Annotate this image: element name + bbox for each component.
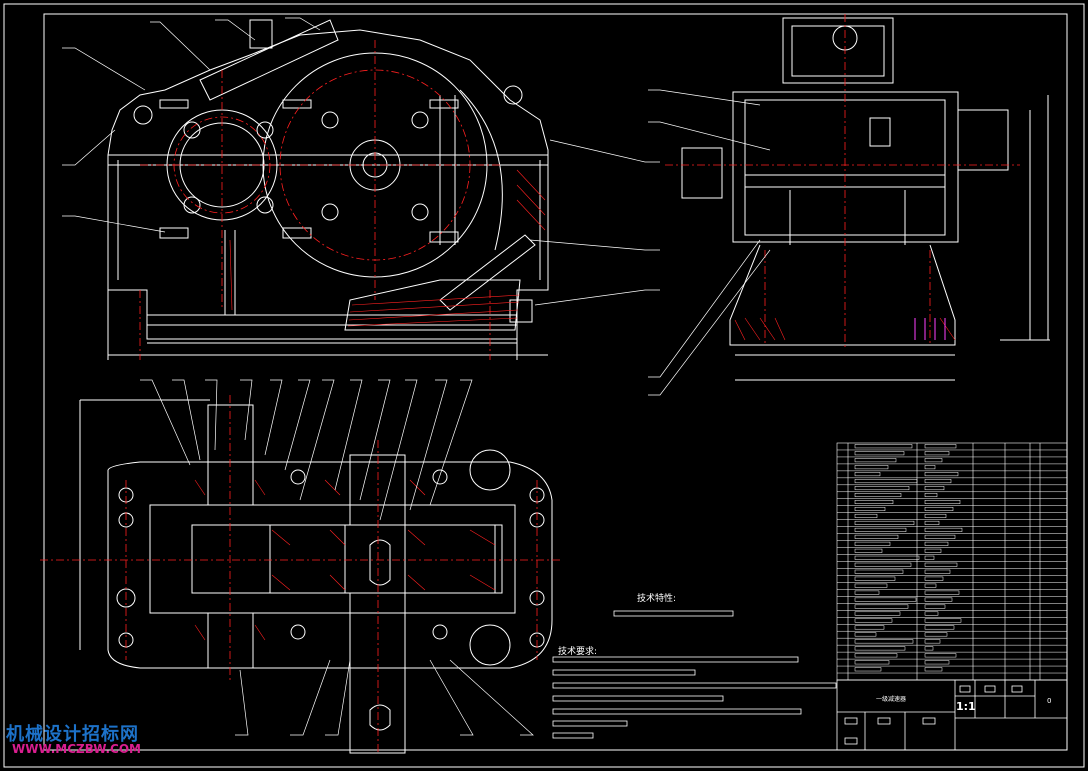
notes-lines <box>552 610 837 739</box>
parts-list-cell-text <box>924 451 950 456</box>
parts-list-cell-text <box>924 562 958 567</box>
parts-list-cell-text <box>924 597 953 602</box>
parts-list-cell-text <box>924 604 946 609</box>
top-view-leaders <box>140 379 534 736</box>
parts-list-cell-text <box>924 465 936 470</box>
parts-list-cell-text <box>924 632 948 637</box>
parts-list-cell-text <box>854 451 905 456</box>
parts-list-cell-text <box>924 479 952 484</box>
parts-list-cell-text <box>854 493 902 498</box>
watermark-site-name: 机械设计招标网 <box>6 724 139 745</box>
parts-list-cell-text <box>854 639 914 644</box>
parts-list-cell-text <box>854 611 901 616</box>
front-view-hatch <box>229 169 546 327</box>
title-block-drawing-title: 一级减速器 <box>876 696 907 703</box>
parts-list-cell-text <box>854 527 907 532</box>
parts-list-cell-text <box>854 583 888 588</box>
parts-list-cell-text <box>924 506 954 511</box>
parts-list-cell-text <box>854 653 898 658</box>
parts-list-cell-text <box>924 653 957 658</box>
parts-list-cell-text <box>924 472 959 477</box>
parts-list-cell-text <box>854 513 878 518</box>
parts-list-cell-text <box>854 506 886 511</box>
front-view-centerlines <box>139 40 500 360</box>
technical-characteristics-heading: 技术特性: <box>637 594 677 604</box>
parts-list-cell-text <box>924 555 935 560</box>
outer-frame <box>3 3 1085 768</box>
parts-list-cell-text <box>854 597 917 602</box>
technical-requirements-heading: 技术要求: <box>558 647 598 657</box>
side-view-accents <box>914 318 946 340</box>
inner-frame <box>43 13 1068 751</box>
parts-list-cell-text <box>924 527 963 532</box>
parts-list-cell-text <box>854 562 912 567</box>
parts-list-cell-text <box>854 667 882 672</box>
side-view-centerlines <box>665 14 1020 350</box>
parts-list-cell-text <box>854 555 920 560</box>
parts-list-cell-text <box>924 639 941 644</box>
front-view-leaders <box>62 17 660 306</box>
parts-list-cell-text <box>924 500 961 504</box>
parts-list-cell-text <box>854 632 877 637</box>
parts-list-rows <box>837 444 1067 674</box>
parts-list-cell-text <box>924 493 938 498</box>
parts-list-cell-text <box>924 458 943 463</box>
parts-list-cell-text <box>924 534 956 539</box>
parts-list-cell-text <box>854 625 885 630</box>
parts-list-cell-text <box>924 576 944 581</box>
side-view-leaders <box>648 89 771 396</box>
parts-list-cell-text <box>854 646 906 651</box>
parts-list-cell-text <box>854 576 896 581</box>
parts-list-cell-text <box>924 548 942 553</box>
parts-list-cell-text <box>854 618 893 623</box>
parts-list-cell-text <box>854 534 899 539</box>
parts-list-cell-text <box>854 520 915 525</box>
title-block-sheet-number: 0 <box>1047 697 1052 705</box>
parts-list-cell-text <box>854 590 880 595</box>
parts-list-cell-text <box>924 590 960 595</box>
parts-list-cell-text <box>924 513 947 518</box>
parts-list-cell-text <box>854 472 881 477</box>
parts-list-cell-text <box>924 444 957 449</box>
top-view-hatch <box>194 479 496 641</box>
parts-list-cell-text <box>924 646 934 651</box>
parts-list-cell-text <box>854 479 918 484</box>
title-block <box>836 679 1068 751</box>
parts-list-cell-text <box>854 604 909 609</box>
parts-list-cell-text <box>854 465 889 470</box>
parts-list-cell-text <box>854 500 894 504</box>
parts-list-cell-text <box>924 660 950 665</box>
parts-list-cell-text <box>854 458 897 463</box>
parts-list-cell-text <box>854 541 891 546</box>
parts-list-cell-text <box>854 486 910 491</box>
parts-list-cell-text <box>924 667 943 672</box>
parts-list-cell-text <box>924 486 945 491</box>
parts-list-cell-text <box>854 660 890 665</box>
parts-list-cell-text <box>924 583 937 588</box>
parts-list-cell-text <box>924 618 962 623</box>
side-view-hatch <box>734 317 956 341</box>
parts-list-cell-text <box>924 611 939 616</box>
parts-list-cell-text <box>854 569 904 574</box>
title-block-scale: 1:1 <box>956 700 976 713</box>
parts-list-cell-text <box>924 625 955 630</box>
parts-list-cell-text <box>854 548 883 553</box>
parts-list-cell-text <box>854 444 913 449</box>
top-view-centerlines <box>40 395 560 755</box>
parts-list-cell-text <box>924 520 940 525</box>
parts-list-cell-text <box>924 541 949 546</box>
parts-list-cell-text <box>924 569 951 574</box>
watermark-site-url: WWW.MCZBW.COM <box>12 742 141 756</box>
